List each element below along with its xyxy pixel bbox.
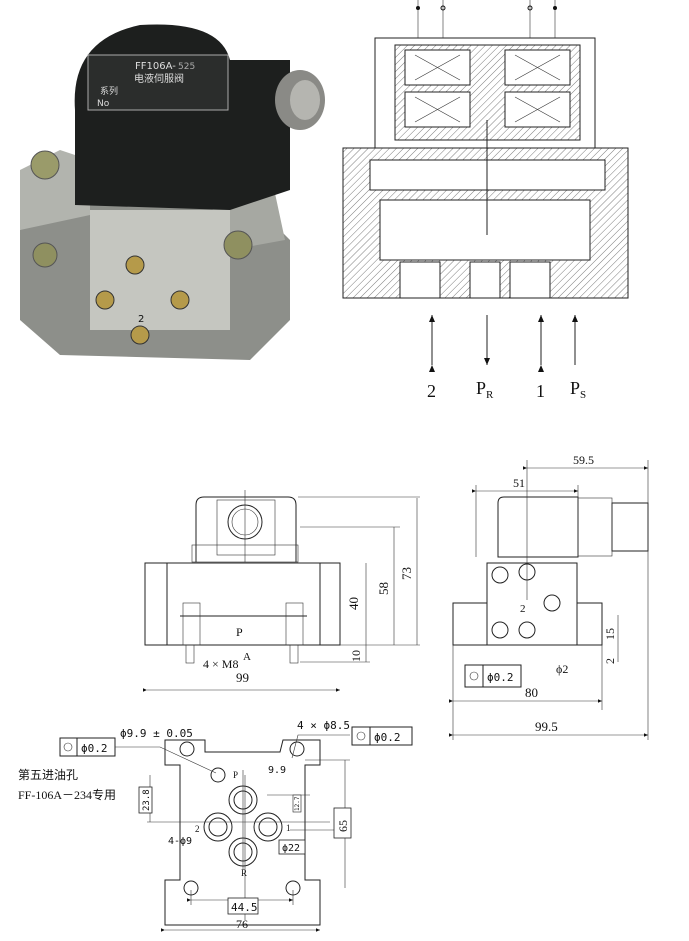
front-port-p: P <box>236 625 243 639</box>
tolerance-value: ϕ0.2 <box>81 742 108 755</box>
dim-40: 40 <box>346 597 361 610</box>
port-label-2: 2 <box>427 381 436 401</box>
tolerance-frame-left: ϕ0.2 <box>59 737 116 757</box>
dim-9-9: 9.9 <box>268 765 286 776</box>
tolerance-value: ϕ0.2 <box>487 671 514 684</box>
dim-2: 2 <box>603 658 617 664</box>
dim-76: 76 <box>236 917 248 931</box>
port-label-pr: PR <box>476 378 494 401</box>
tolerance-frame-right: ϕ0.2 <box>351 726 413 746</box>
dim-23-8: 23.8 <box>142 789 152 811</box>
dim-51: 51 <box>513 476 525 490</box>
section-schematic: 2 PR 1 PS <box>342 0 629 401</box>
dim-phi2: ϕ2 <box>556 662 568 676</box>
dim-99: 99 <box>236 670 249 685</box>
nameplate-title: 电液伺服阀 <box>134 72 184 85</box>
dim-phi22: ϕ22 <box>282 843 300 854</box>
dim-65: 65 <box>336 820 350 832</box>
note-model-specific: FF-106A－234专用 <box>18 787 116 802</box>
bottom-port-r: R <box>241 868 247 878</box>
port-label-ps: PS <box>570 378 586 401</box>
dim-port-holes: 4-ϕ9 <box>168 836 192 847</box>
port-label-1: 1 <box>536 381 545 401</box>
dim-80: 80 <box>525 685 538 700</box>
note-fifth-inlet: 第五进油孔 <box>18 768 78 782</box>
tolerance-frame-side: ϕ0.2 <box>464 664 522 688</box>
bottom-view: 第五进油孔 FF-106A－234专用 ϕ0.2 ϕ9.9 ± 0.05 4 ×… <box>18 719 413 932</box>
dim-99-5: 99.5 <box>535 719 558 734</box>
product-photo: FF106A- 525 电液伺服阀 系列 No 2 <box>20 24 325 360</box>
nameplate-series: 系列 <box>100 85 118 97</box>
dim-mount-holes: 4 × ϕ8.5 <box>297 719 350 732</box>
side-port-2: 2 <box>520 603 526 615</box>
photo-port-label: 2 <box>138 314 144 325</box>
dim-10: 10 <box>349 650 363 662</box>
dim-15: 15 <box>603 628 617 640</box>
dim-12-7: 12.7 <box>294 796 301 811</box>
side-view: 2 59.5 51 15 2 ϕ2 ϕ0.2 80 99.5 <box>448 453 649 740</box>
thread-label: 4 × M8 <box>203 657 238 671</box>
dim-44-5: 44.5 <box>231 901 258 914</box>
nameplate-suffix: 525 <box>178 62 195 72</box>
dim-59-5: 59.5 <box>573 453 594 467</box>
arrow-label-a: A <box>243 651 251 663</box>
bottom-port-p: P <box>233 770 238 780</box>
position-tolerance-icon <box>63 742 73 752</box>
nameplate-model: FF106A- <box>135 61 176 72</box>
position-tolerance-icon <box>356 731 366 741</box>
bottom-port-2: 2 <box>195 824 200 834</box>
bottom-port-1: 1 <box>286 823 291 833</box>
nameplate-no: No <box>97 99 110 109</box>
dim-phi9-9: ϕ9.9 ± 0.05 <box>120 727 193 740</box>
position-tolerance-icon <box>469 671 479 681</box>
front-view: P 4 × M8 A 99 40 58 73 10 <box>142 490 420 692</box>
dim-58: 58 <box>376 582 391 595</box>
dim-73: 73 <box>399 567 414 580</box>
tolerance-value: ϕ0.2 <box>374 731 401 744</box>
